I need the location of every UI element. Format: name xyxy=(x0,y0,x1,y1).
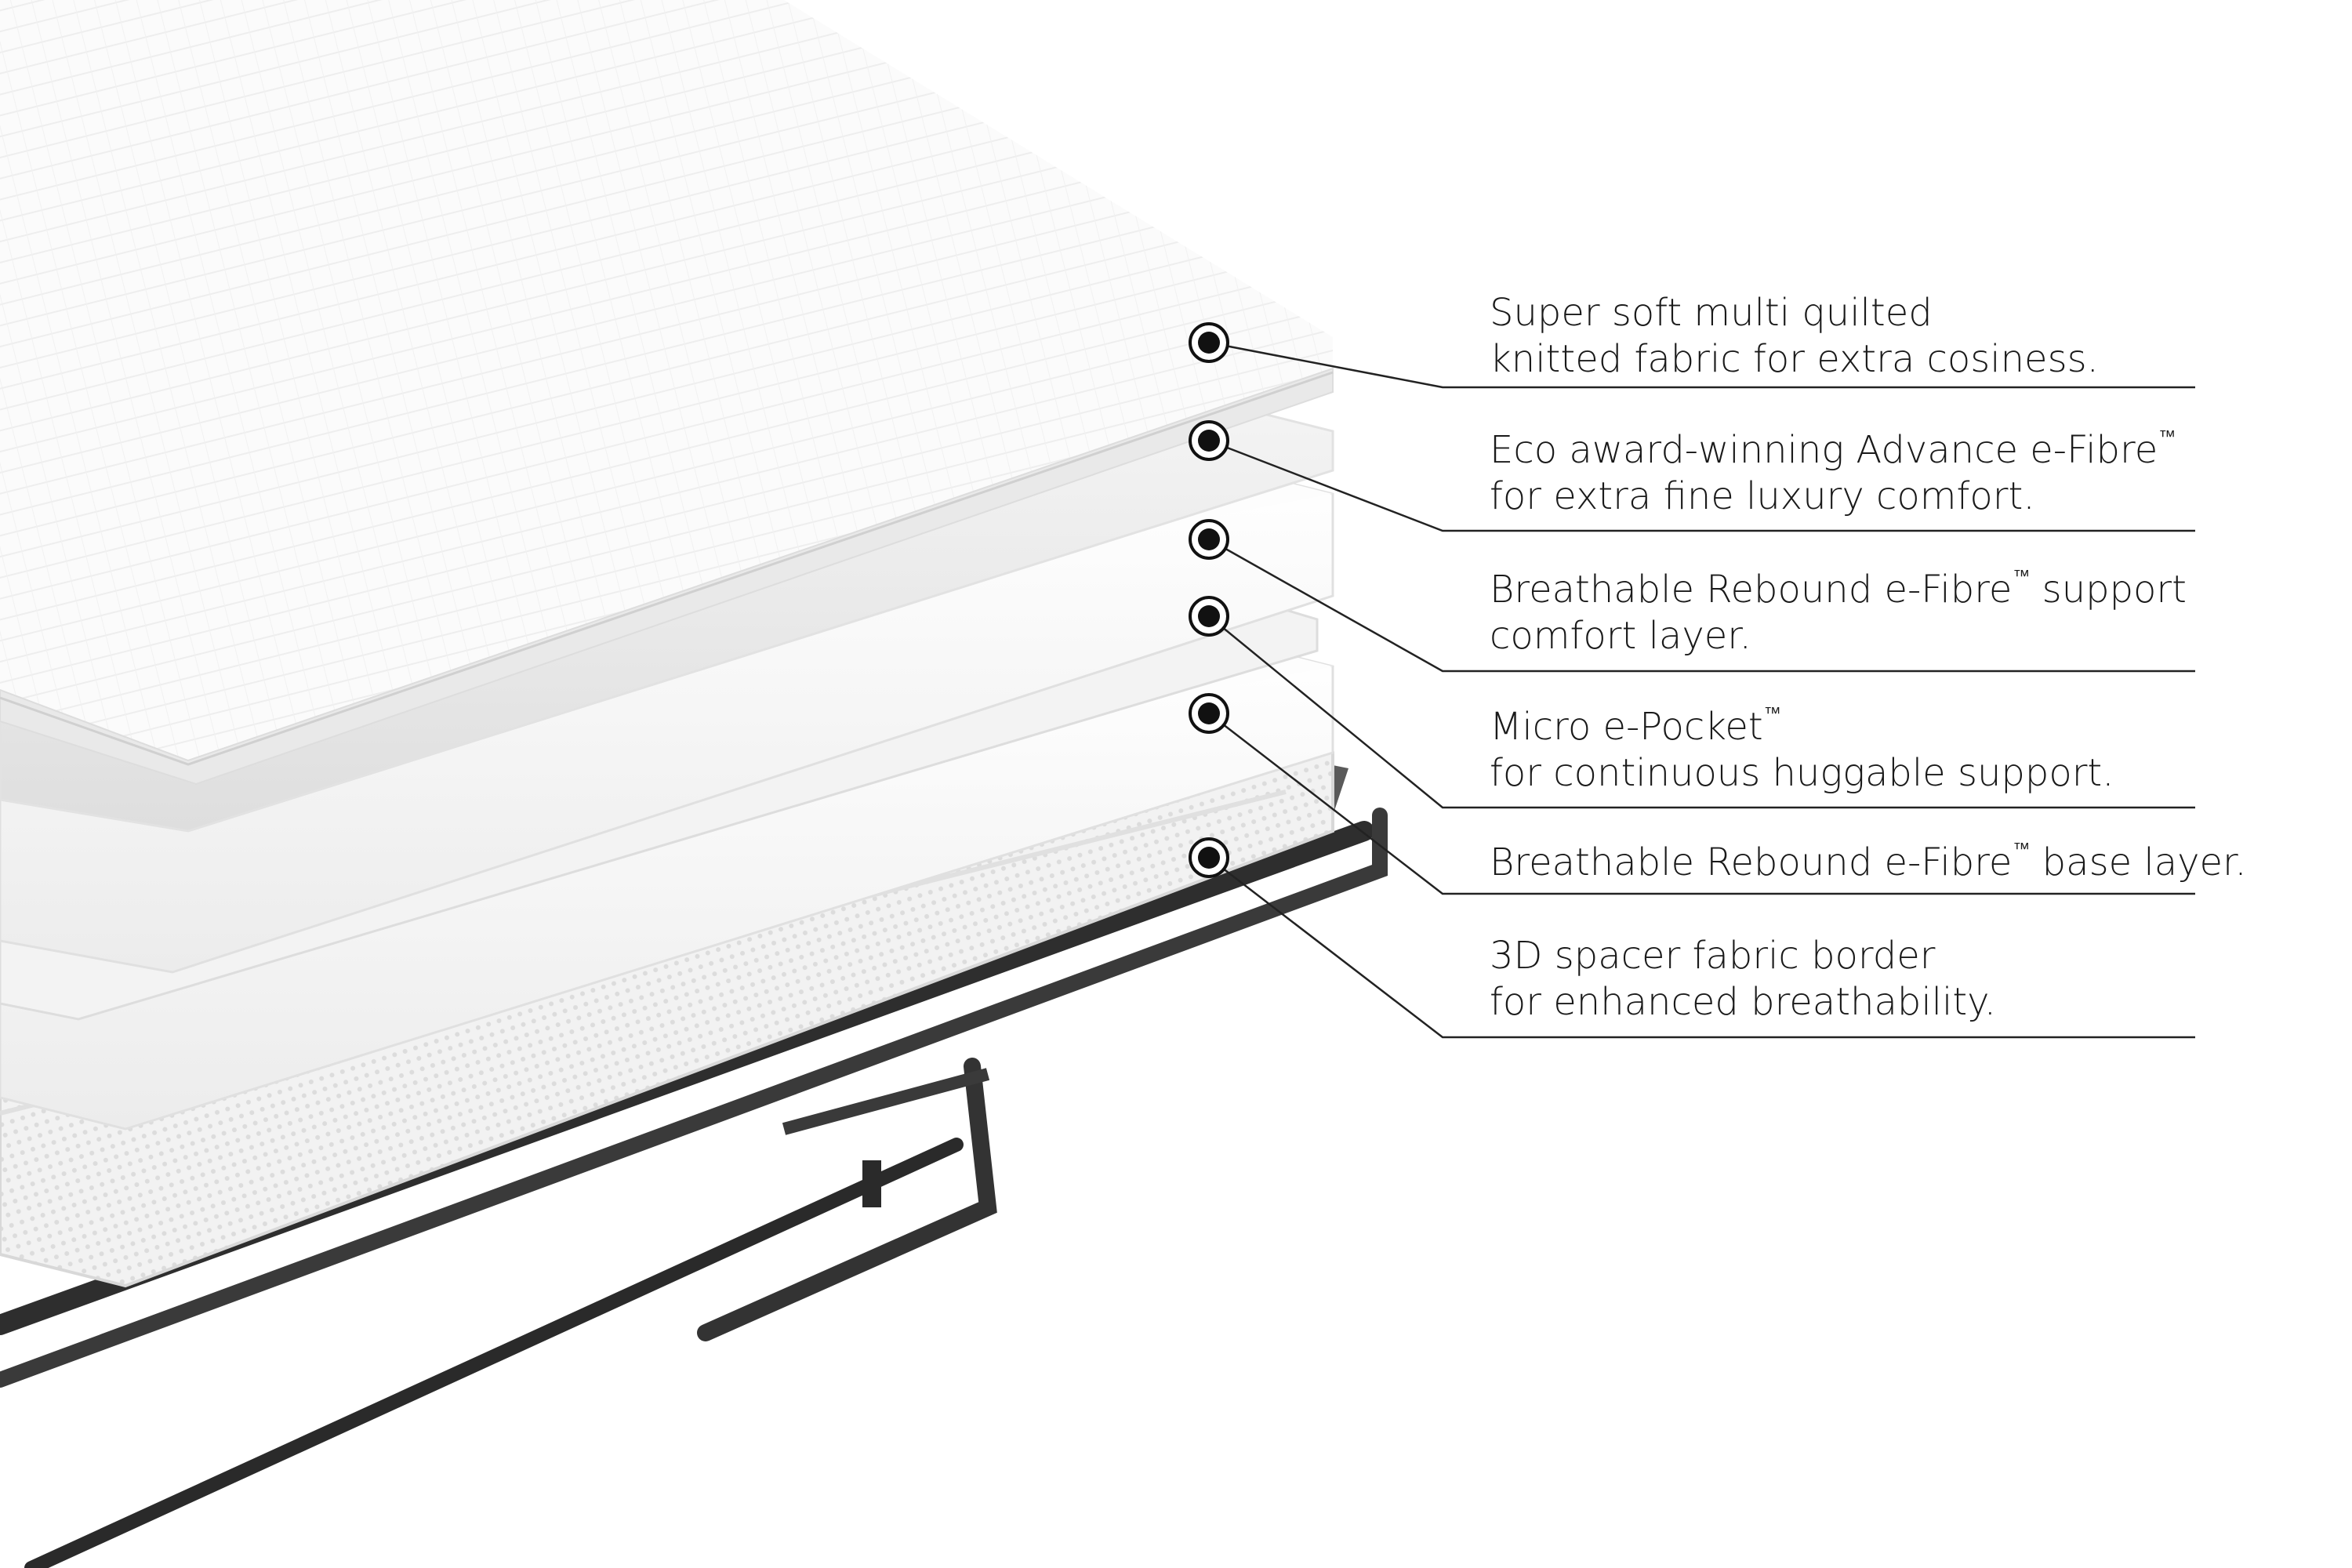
callout-marker-dot xyxy=(1198,332,1220,354)
callout-marker-dot xyxy=(1198,430,1220,452)
callout-line-text: Breathable Rebound e-Fibre xyxy=(1490,840,2013,884)
quilted-top-layer xyxy=(0,0,1334,786)
callout-line-text: Super soft multi quilted xyxy=(1490,291,1933,335)
callout-line: comfort layer. xyxy=(1490,613,2187,659)
callout-line-text: 3D spacer fabric border xyxy=(1490,934,1936,978)
callout-line-suffix: support xyxy=(2030,568,2187,612)
callout-line: Super soft multi quilted xyxy=(1490,290,2099,336)
callout-markers xyxy=(1189,322,1229,878)
leader-line xyxy=(1208,857,2195,1039)
leader-line xyxy=(1208,615,2195,809)
trademark-symbol: ™ xyxy=(2013,840,2031,859)
callout-line: knitted fabric for extra cosiness. xyxy=(1490,336,2099,383)
leader-line xyxy=(1208,538,2195,673)
callout-marker-dot xyxy=(1198,847,1220,869)
callout-marker-dot xyxy=(1198,702,1220,724)
callout-line-text: Breathable Rebound e-Fibre xyxy=(1490,568,2013,612)
callout-marker-dot xyxy=(1198,605,1220,627)
callout-line-text: for continuous huggable support. xyxy=(1490,751,2114,795)
callout-line-text: comfort layer. xyxy=(1490,614,1751,658)
leader-line xyxy=(1208,439,2195,532)
callout-line-suffix: base layer. xyxy=(2030,840,2247,884)
leader-line xyxy=(1208,713,2195,895)
trademark-symbol: ™ xyxy=(1763,704,1781,724)
callout-marker-dot xyxy=(1198,528,1220,550)
callout-line: 3D spacer fabric border xyxy=(1490,933,1996,979)
callout-line-text: Eco award-winning Advance e-Fibre xyxy=(1490,428,2158,472)
callout-line-text: Micro e-Pocket xyxy=(1490,705,1763,749)
callout-line-text: knitted fabric for extra cosiness. xyxy=(1490,337,2099,381)
callout-line: for extra fine luxury comfort. xyxy=(1490,474,2176,520)
callout-line: for continuous huggable support. xyxy=(1490,750,2114,797)
callout-line: Breathable Rebound e-Fibre™ support xyxy=(1490,567,2187,613)
trademark-symbol: ™ xyxy=(2013,567,2031,586)
leader-lines xyxy=(1208,341,2195,1039)
callout-line-text: for enhanced breathability. xyxy=(1490,980,1996,1024)
callout-line: for enhanced breathability. xyxy=(1490,979,1996,1025)
callout-line: Micro e-Pocket™ xyxy=(1490,704,2114,750)
callout-text-base-layer: Breathable Rebound e-Fibre™ base layer. xyxy=(1490,840,2247,886)
trademark-symbol: ™ xyxy=(2158,427,2176,447)
leader-line xyxy=(1208,341,2195,389)
callout-line: Eco award-winning Advance e-Fibre™ xyxy=(1490,427,2176,474)
callout-line: Breathable Rebound e-Fibre™ base layer. xyxy=(1490,840,2247,886)
callout-line-text: for extra fine luxury comfort. xyxy=(1490,474,2035,518)
